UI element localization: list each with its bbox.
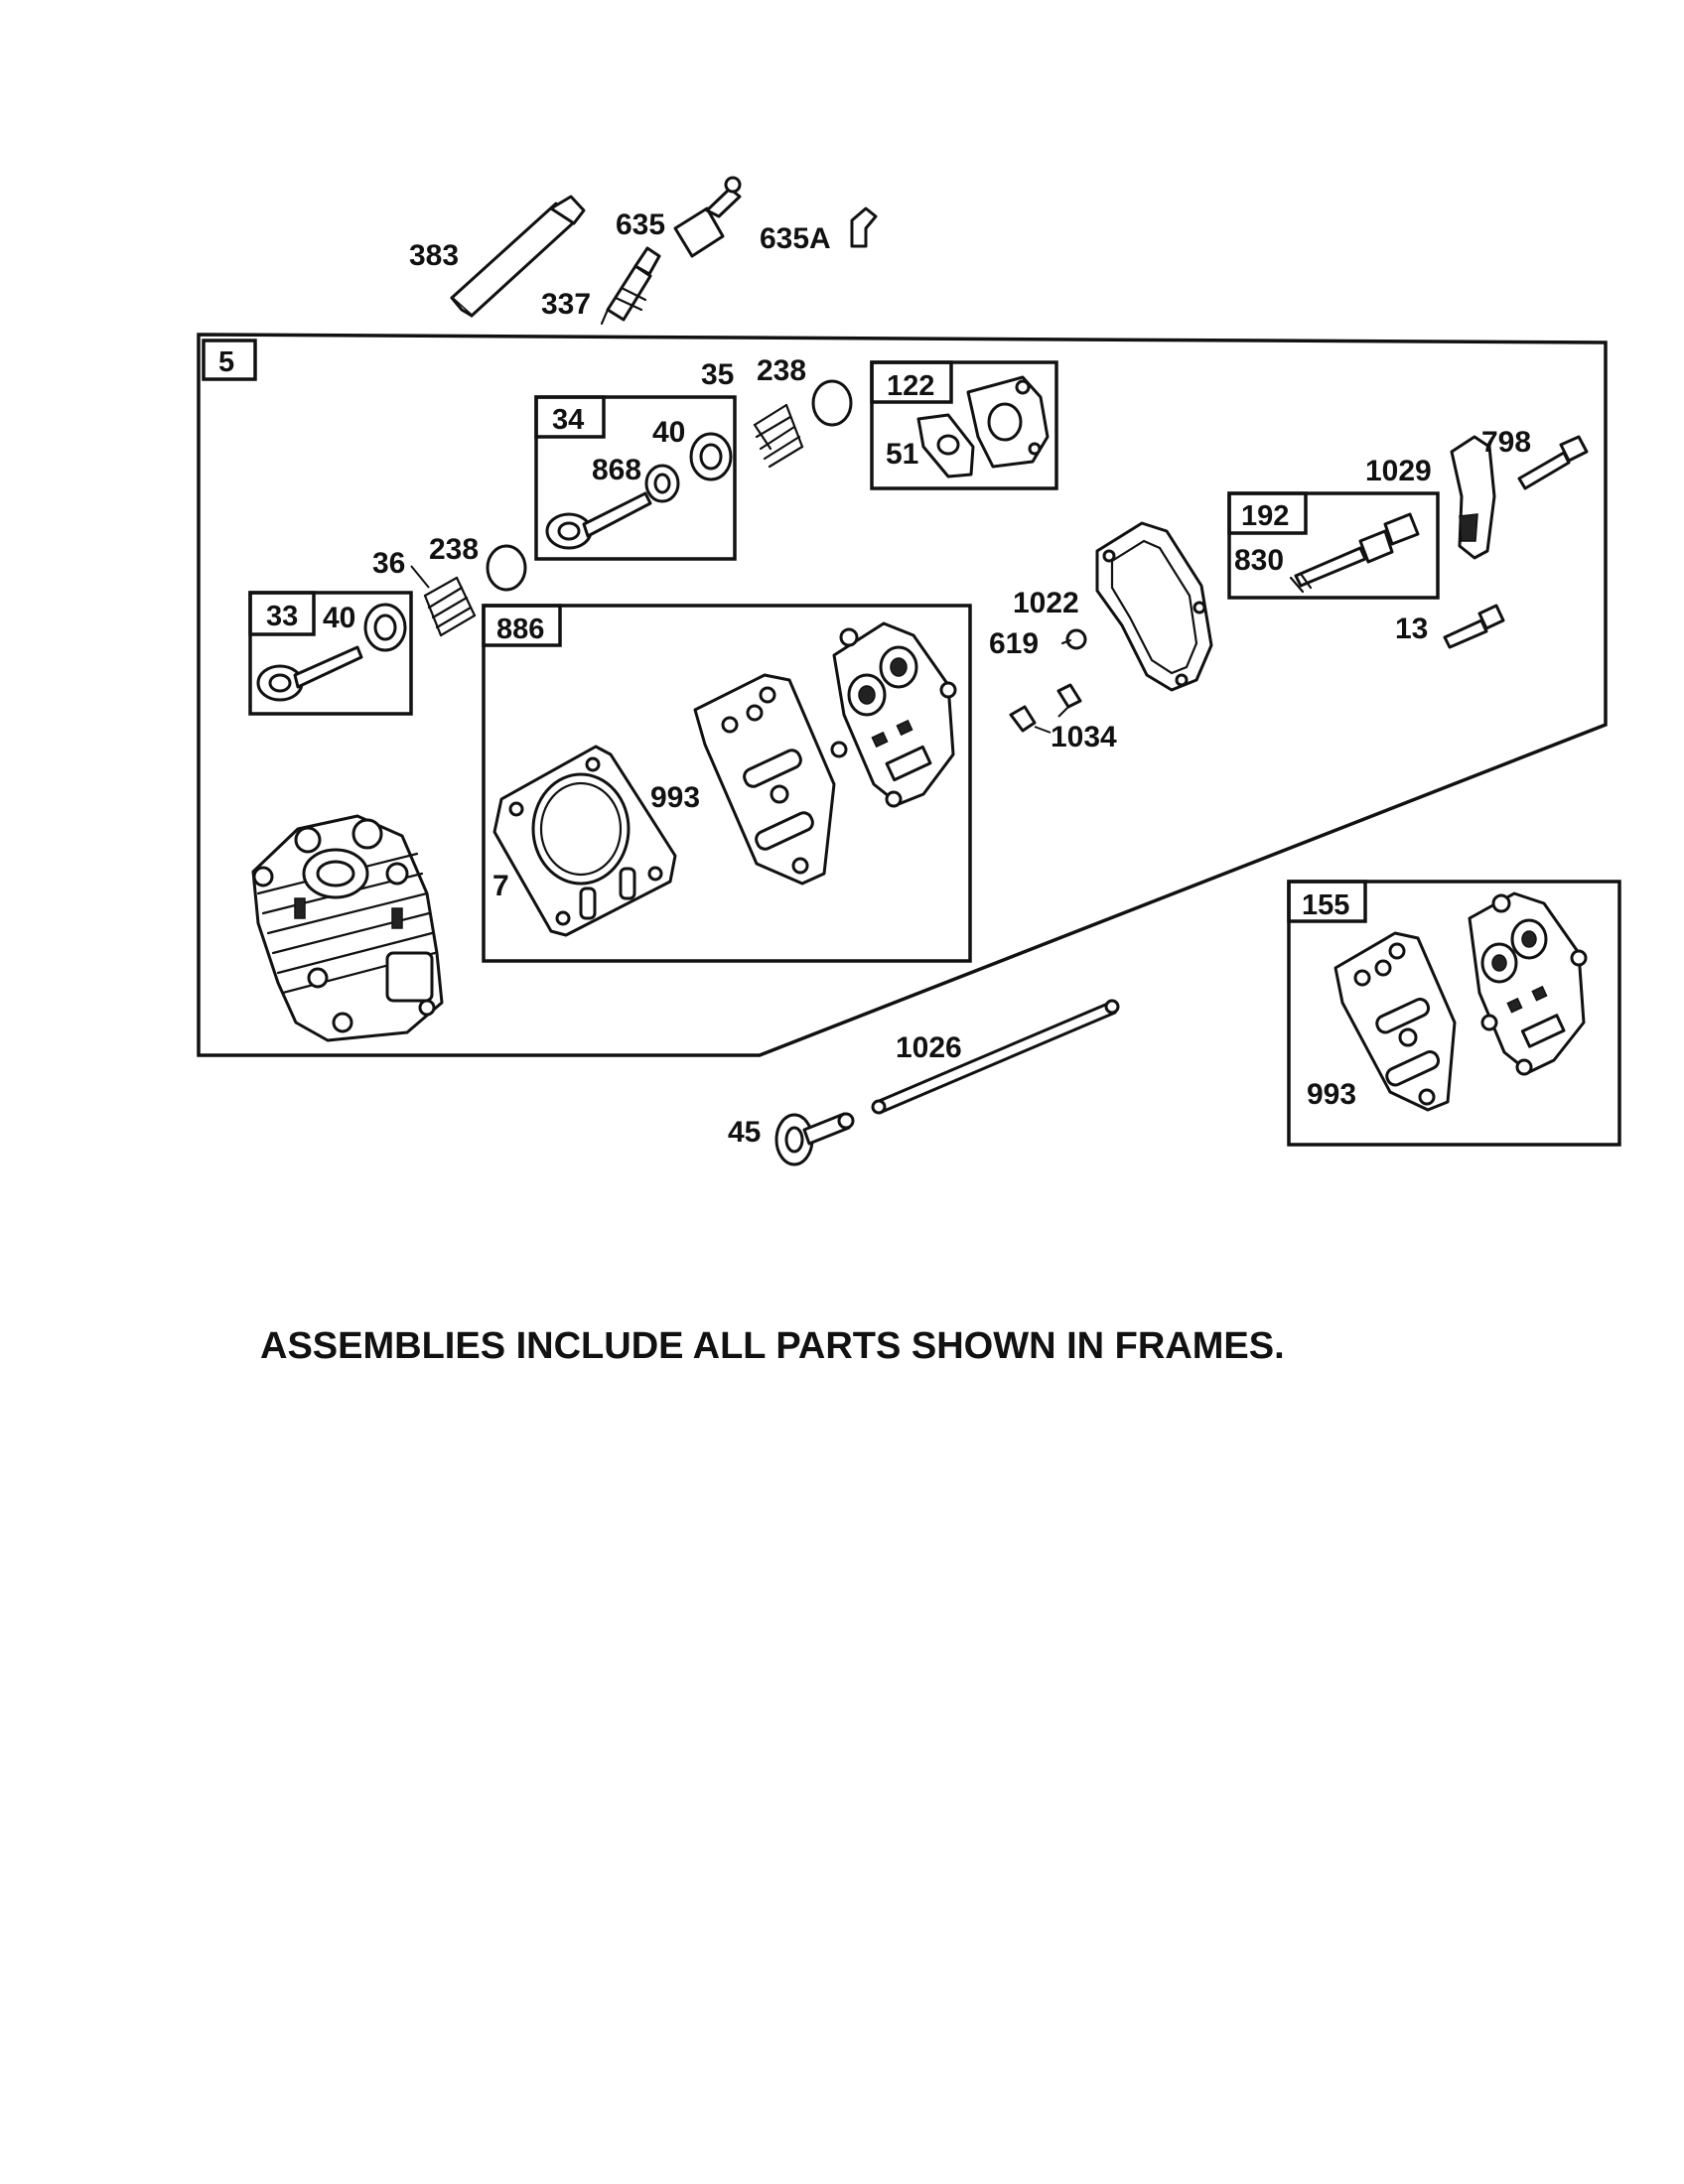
label-1029: 1029 bbox=[1365, 455, 1432, 487]
spark-plug-wrench-part-383 bbox=[450, 195, 586, 318]
valve-cap-part-238-top bbox=[811, 379, 853, 427]
assemblies-footnote: ASSEMBLIES INCLUDE ALL PARTS SHOWN IN FR… bbox=[260, 1325, 1285, 1367]
frame-label-122: 122 bbox=[887, 370, 934, 402]
label-993-mid: 993 bbox=[650, 781, 700, 814]
frame-155 bbox=[1287, 880, 1621, 1147]
intake-valve-part-33 bbox=[256, 645, 363, 702]
gasket-part-993-right bbox=[1333, 931, 1457, 1112]
frame-label-33: 33 bbox=[266, 601, 298, 632]
frame-33-label-box bbox=[248, 591, 316, 636]
label-7: 7 bbox=[492, 870, 509, 902]
cylinder-head-main bbox=[251, 814, 444, 1042]
bolt-part-798 bbox=[1517, 435, 1589, 490]
spark-plug-cover-part-635 bbox=[673, 176, 742, 258]
label-1026: 1026 bbox=[896, 1031, 962, 1064]
label-238-left: 238 bbox=[429, 533, 479, 566]
frame-886-label-box bbox=[482, 604, 562, 647]
label-40-top: 40 bbox=[652, 416, 685, 449]
frame-122 bbox=[870, 360, 1058, 490]
valve-spring-part-36 bbox=[423, 576, 477, 637]
gasket-part-993-mid bbox=[693, 673, 836, 886]
frame-122-label-box bbox=[870, 360, 953, 404]
label-35: 35 bbox=[701, 358, 734, 391]
frame-155-label-box bbox=[1287, 880, 1367, 923]
head-gasket-part-7 bbox=[492, 745, 677, 937]
label-40-left: 40 bbox=[323, 602, 355, 634]
intake-adapter-part-122 bbox=[966, 375, 1050, 469]
label-36: 36 bbox=[372, 547, 405, 580]
label-51: 51 bbox=[886, 438, 918, 471]
label-383: 383 bbox=[409, 239, 459, 272]
label-1034: 1034 bbox=[1051, 721, 1117, 753]
label-798: 798 bbox=[1481, 426, 1531, 459]
frame-192-label-box bbox=[1227, 491, 1308, 535]
screw-part-619 bbox=[1060, 628, 1087, 650]
frame-label-34: 34 bbox=[552, 404, 584, 436]
valve-cap-part-238-left bbox=[486, 544, 527, 592]
frame-886 bbox=[482, 604, 972, 963]
spark-plug-cap-part-635A bbox=[850, 206, 878, 248]
label-238-top: 238 bbox=[757, 354, 806, 387]
rocker-arm-part-1029 bbox=[1450, 435, 1496, 560]
valve-cover-gasket-part-1022 bbox=[1095, 521, 1213, 692]
cylinder-head-plate-886 bbox=[830, 621, 957, 808]
leader-1034 bbox=[1034, 726, 1052, 734]
frame-label-886: 886 bbox=[496, 614, 544, 645]
nut-part-1034 bbox=[1009, 683, 1082, 733]
label-45: 45 bbox=[728, 1116, 761, 1149]
frame-192 bbox=[1227, 491, 1440, 600]
label-830: 830 bbox=[1234, 544, 1284, 577]
label-337: 337 bbox=[541, 288, 591, 321]
label-635: 635 bbox=[616, 208, 665, 241]
exhaust-valve-part-34 bbox=[545, 491, 652, 550]
spark-plug-part-337 bbox=[600, 246, 661, 326]
frame-34 bbox=[534, 395, 737, 561]
label-868: 868 bbox=[592, 454, 641, 486]
main-assembly-frame bbox=[197, 333, 1608, 1057]
frame-34-label-box bbox=[534, 395, 606, 439]
tappet-part-45 bbox=[774, 1112, 855, 1166]
main-frame-label-box bbox=[202, 339, 257, 381]
retainer-part-40-top bbox=[689, 432, 733, 481]
gasket-part-51 bbox=[916, 413, 975, 478]
frame-33 bbox=[248, 591, 413, 716]
leader-36 bbox=[410, 565, 430, 589]
valve-spring-part-35 bbox=[753, 403, 804, 469]
label-1022: 1022 bbox=[1013, 587, 1079, 619]
label-13: 13 bbox=[1395, 613, 1428, 645]
bolt-part-13 bbox=[1443, 604, 1505, 649]
retainer-part-40-left bbox=[363, 603, 407, 652]
leader-1034-b bbox=[1057, 706, 1069, 718]
cylinder-head-plate-155 bbox=[1468, 891, 1588, 1076]
label-635A: 635A bbox=[760, 222, 831, 255]
frame-label-155: 155 bbox=[1302, 889, 1349, 921]
label-993-right: 993 bbox=[1307, 1078, 1356, 1111]
frame-label-5: 5 bbox=[218, 346, 234, 378]
valve-seal-part-868 bbox=[644, 464, 680, 503]
label-619: 619 bbox=[989, 627, 1039, 660]
push-rod-part-1026 bbox=[871, 999, 1120, 1115]
frame-label-192: 192 bbox=[1241, 500, 1289, 532]
rocker-stud-part-830 bbox=[1289, 512, 1420, 594]
